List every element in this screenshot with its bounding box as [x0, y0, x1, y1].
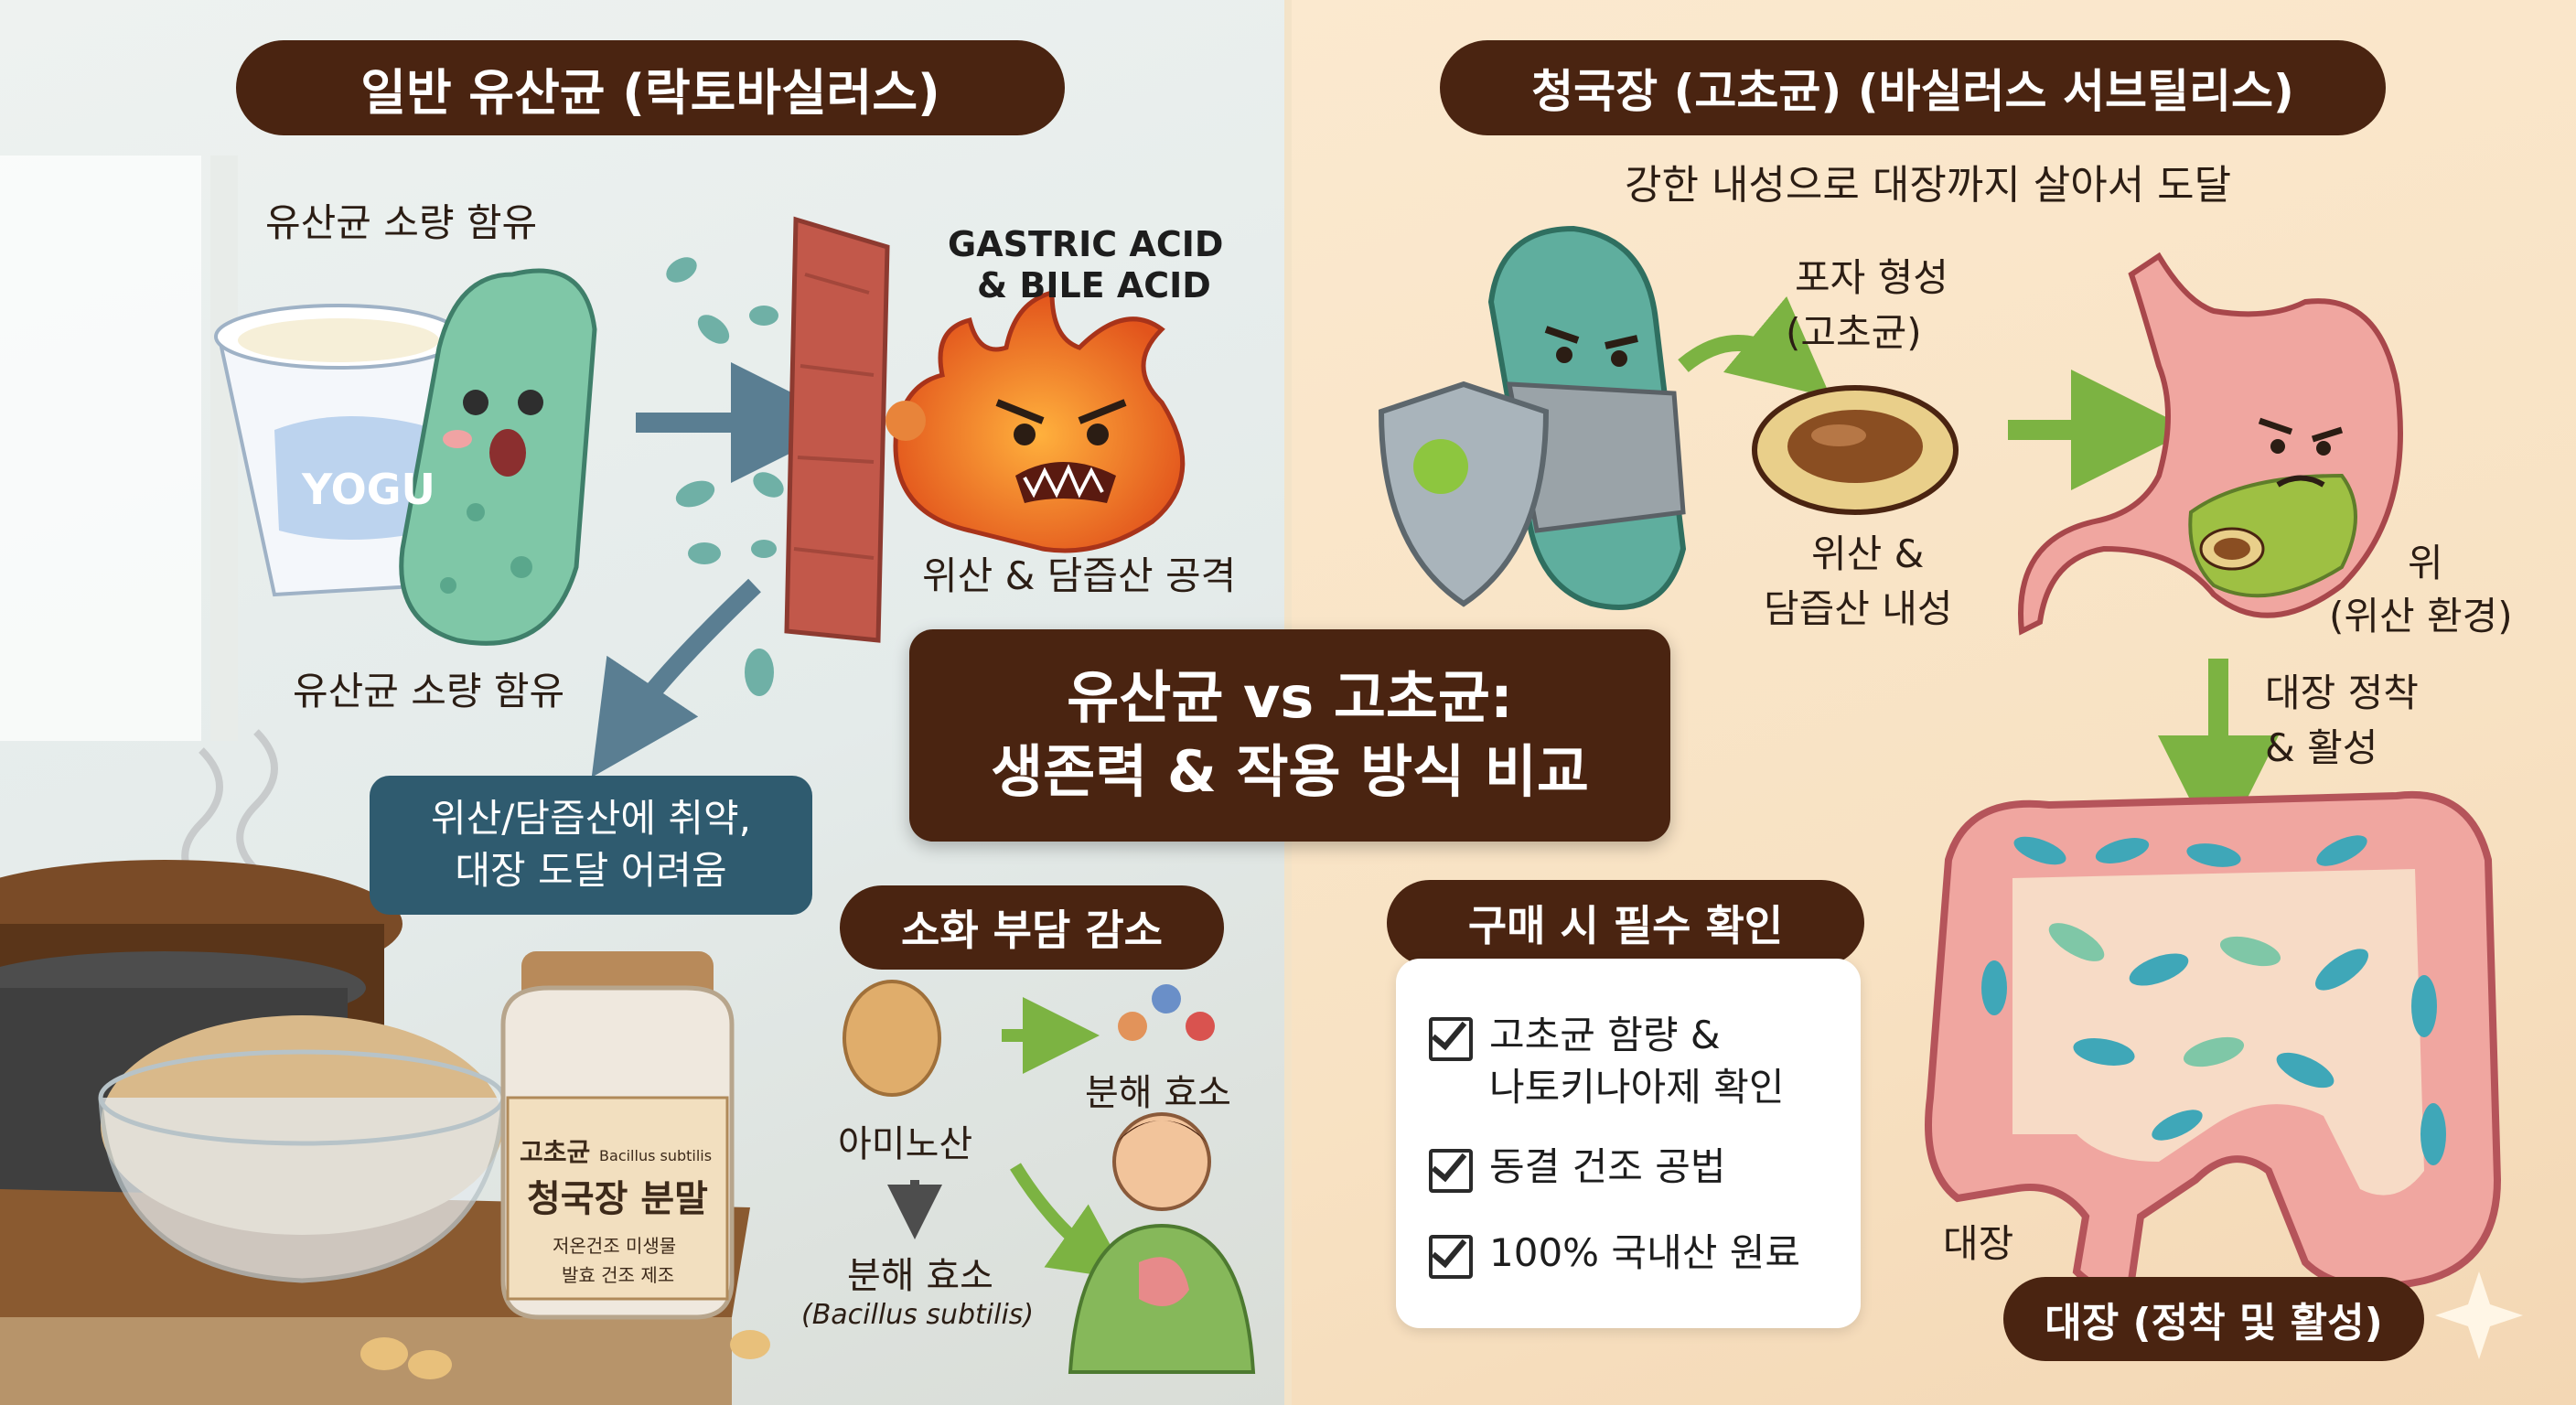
chunggukjang-jar-icon: [500, 951, 735, 1320]
left-curve-arrow-down: [591, 578, 761, 778]
jar-label-line1: 고초균 Bacillus subtilis: [520, 1132, 712, 1169]
checklist-item: 고초균 함량 & 나토키나아제 확인: [1429, 1010, 1784, 1113]
digest-species: (Bacillus subtilis): [801, 1299, 1035, 1331]
checklist-title-pill: 구매 시 필수 확인: [1387, 880, 1864, 966]
jar-label-line2: 청국장 분말: [527, 1178, 708, 1220]
checklist-item: 동결 건조 공법: [1429, 1142, 1726, 1194]
spore-label-line2: (고초균): [1786, 310, 1922, 355]
stomach-wall-icon: [784, 216, 890, 643]
stomach-icon: [2018, 252, 2403, 636]
left-title-pill: 일반 유산균 (락토바실러스): [236, 40, 1065, 135]
digest-arrow-curve: [1010, 1163, 1130, 1281]
center-title-box: 유산균 vs 고초균: 생존력 & 작용 방식 비교: [909, 629, 1670, 842]
checkbox-icon: [1429, 1017, 1473, 1061]
spore-icon: [1752, 385, 1959, 515]
soybean-icon: [843, 980, 941, 1097]
digest-enzyme1: 분해 효소: [1085, 1072, 1231, 1114]
yogurt-cup-icon: [214, 304, 463, 597]
scared-bacterium-icon: [399, 268, 597, 646]
acid-fire-monster-icon: [886, 289, 1186, 553]
colon-bacteria: [1981, 835, 2446, 1165]
colon-arrow-label-line1: 대장 정착: [2265, 670, 2419, 715]
checklist-item: 100% 국내산 원료: [1429, 1228, 1800, 1280]
enzyme-dots-icon: [1118, 984, 1215, 1041]
digest-title: 소화 부담 감소: [901, 906, 1163, 955]
digest-amino: 아미노산: [838, 1123, 973, 1165]
center-title-line2: 생존력 & 작용 방식 비교: [991, 738, 1589, 805]
colon-arrow-label-line2: & 활성: [2265, 725, 2378, 770]
stomach-label-line1: 위: [2408, 541, 2443, 585]
jar-label-small: Bacillus subtilis: [599, 1147, 713, 1164]
colon-label: 대장: [1943, 1221, 2014, 1266]
sparkle-icon: [2435, 1271, 2523, 1359]
happy-person-icon: [1068, 1112, 1256, 1374]
spore-label-line1: 포자 형성: [1795, 255, 1948, 300]
right-title-pill: 청국장 (고초균) (바실러스 서브틸리스): [1440, 40, 2386, 135]
warning-line1: 위산/담즙산에 취약,: [431, 796, 751, 842]
checklist-title: 구매 시 필수 확인: [1467, 901, 1784, 950]
soybeans: [360, 1330, 770, 1379]
window-light: [0, 156, 238, 741]
checkbox-icon: [1429, 1149, 1473, 1193]
shield-icon: [1378, 381, 1550, 607]
right-title: 청국장 (고초균) (바실러스 서브틸리스): [1531, 65, 2294, 118]
right-subtitle: 강한 내성으로 대장까지 살아서 도달: [1625, 162, 2232, 209]
center-title-line1: 유산균 vs 고초균:: [1067, 664, 1513, 732]
lower-caption: 유산균 소량 함유: [293, 669, 565, 713]
warning-line2: 대장 도달 어려움: [455, 848, 727, 893]
acid-title-line2: & BILE ACID: [977, 265, 1211, 306]
acid-attack-label: 위산 & 담즙산 공격: [922, 553, 1237, 598]
left-title: 일반 유산균 (락토바실러스): [360, 63, 940, 122]
colon-pill-text: 대장 (정착 및 활성): [2045, 1300, 2383, 1346]
acid-title-line1: GASTRIC ACID: [948, 224, 1224, 264]
checklist-item-line1: 동결 건조 공법: [1489, 1144, 1726, 1189]
stomach-label-line2: (위산 환경): [2329, 594, 2513, 638]
digest-enzyme2: 분해 효소: [847, 1255, 993, 1297]
warning-box: 위산/담즙산에 취약, 대장 도달 어려움: [370, 776, 812, 915]
checkbox-icon: [1429, 1235, 1473, 1279]
jar-label-line4: 발효 건조 제조: [562, 1264, 675, 1286]
jar-label-main: 고초균: [520, 1137, 591, 1167]
armored-bacterium-icon: [1487, 225, 1687, 610]
checklist-item-line2: 나토키나아제 확인: [1489, 1064, 1785, 1110]
resist-label-line2: 담즙산 내성: [1764, 586, 1953, 631]
checklist-item-line1: 고초균 함량 &: [1489, 1013, 1721, 1057]
resist-label-line1: 위산 &: [1811, 531, 1925, 576]
yogurt-caption: 유산균 소량 함유: [265, 200, 538, 245]
yogurt-cup-label: YOGU: [302, 465, 435, 514]
digest-title-pill: 소화 부담 감소: [840, 885, 1224, 970]
powder-bowl-icon: [98, 1015, 506, 1283]
checklist-item-line1: 100% 국내산 원료: [1489, 1230, 1800, 1275]
checklist-card: 고초균 함량 & 나토키나아제 확인 동결 건조 공법 100% 국내산 원료: [1396, 959, 1861, 1328]
jar-label-line3: 저온건조 미생물: [553, 1235, 677, 1257]
colon-pill: 대장 (정착 및 활성): [2003, 1277, 2424, 1361]
right-curve-arrow-spore: [1678, 295, 1831, 398]
scattered-bacteria: [666, 257, 784, 696]
